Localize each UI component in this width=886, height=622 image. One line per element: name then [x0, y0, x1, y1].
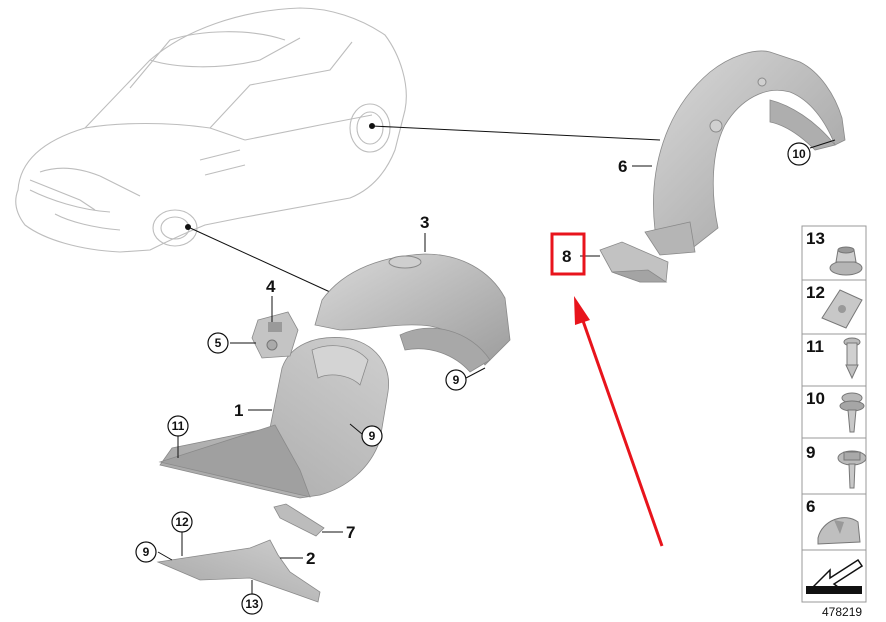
svg-text:9: 9	[453, 373, 460, 387]
legend-label-11: 11	[806, 337, 824, 356]
front-upper-liner	[314, 253, 511, 373]
bracket-part-4	[251, 311, 299, 359]
bracket-part-8	[599, 241, 669, 283]
red-arrow	[574, 296, 664, 547]
callout-circle-9-lower: 9	[135, 541, 157, 563]
callout-7: 7	[346, 523, 355, 542]
screw-icon	[839, 392, 865, 433]
hex-screw-icon	[837, 450, 867, 489]
strip-part-7	[273, 503, 325, 537]
callout-circle-13: 13	[241, 593, 263, 615]
legend-label-9: 9	[806, 443, 815, 462]
svg-text:9: 9	[143, 545, 150, 559]
legend-label-12: 12	[806, 283, 825, 302]
callout-circle-12: 12	[171, 511, 193, 533]
front-lower-liner	[158, 337, 389, 499]
rivet-icon	[843, 337, 861, 380]
svg-text:10: 10	[792, 147, 806, 161]
clip-icon	[817, 517, 861, 545]
fastener-legend: 13 12 11 10 9 6	[801, 225, 867, 603]
callout-4: 4	[266, 277, 276, 296]
svg-text:13: 13	[245, 597, 259, 611]
callout-circle-11: 11	[167, 415, 189, 437]
callout-8: 8	[562, 247, 571, 266]
nut-icon	[829, 246, 863, 276]
callout-6: 6	[618, 157, 627, 176]
svg-text:9: 9	[369, 429, 376, 443]
svg-text:12: 12	[175, 515, 189, 529]
clip-nut-icon	[821, 289, 863, 329]
callout-circle-5: 5	[207, 332, 229, 354]
lower-panel-part-2	[156, 539, 321, 603]
leader-rear-wheel	[371, 125, 661, 141]
legend-label-13: 13	[806, 229, 825, 248]
callout-circle-10: 10	[787, 142, 811, 166]
rear-wheel-liner	[644, 50, 846, 256]
highlight-box	[550, 232, 586, 276]
leader-lines	[157, 139, 836, 596]
car-outline	[15, 7, 407, 253]
callout-3: 3	[420, 213, 429, 232]
reference-number: 478219	[822, 605, 862, 619]
svg-text:11: 11	[172, 419, 185, 433]
legend-label-6: 6	[806, 497, 815, 516]
callout-circle-9-upper: 9	[445, 369, 467, 391]
legend-label-10: 10	[806, 389, 825, 408]
callout-2: 2	[306, 549, 315, 568]
callout-circle-9-front: 9	[361, 425, 383, 447]
leader-front-wheel	[187, 226, 331, 293]
callout-1: 1	[234, 401, 243, 420]
direction-arrow-icon	[806, 558, 864, 594]
svg-text:5: 5	[215, 336, 222, 350]
